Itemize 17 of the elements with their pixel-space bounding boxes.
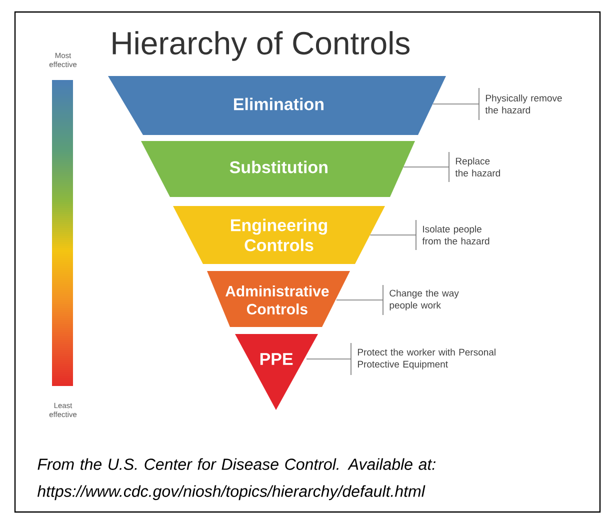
leader-line: [370, 220, 416, 250]
band: Engineering Controls: [173, 206, 385, 264]
band: PPE: [235, 334, 318, 410]
caption: From the U.S. Center for Disease Control. Available at: https://www.cdc.gov/niosh/topics/hierarchy/default.html: [37, 458, 436, 500]
description: Protect the worker with Personal Protective Equipment: [358, 348, 496, 370]
leader-line: [336, 284, 384, 316]
leader-line: [403, 152, 450, 182]
description: Change the way people work: [390, 290, 459, 310]
title: Hierarchy of Controls: [112, 31, 410, 61]
description: Physically remove the hazard: [485, 94, 562, 114]
description: Isolate people from the hazard: [422, 226, 490, 244]
leader-line: [432, 88, 480, 120]
leader-line: [306, 342, 352, 376]
band: Elimination: [108, 76, 446, 135]
description: Replace the hazard: [455, 158, 500, 176]
band: Substitution: [141, 141, 415, 197]
band: Administrative Controls: [207, 271, 350, 327]
